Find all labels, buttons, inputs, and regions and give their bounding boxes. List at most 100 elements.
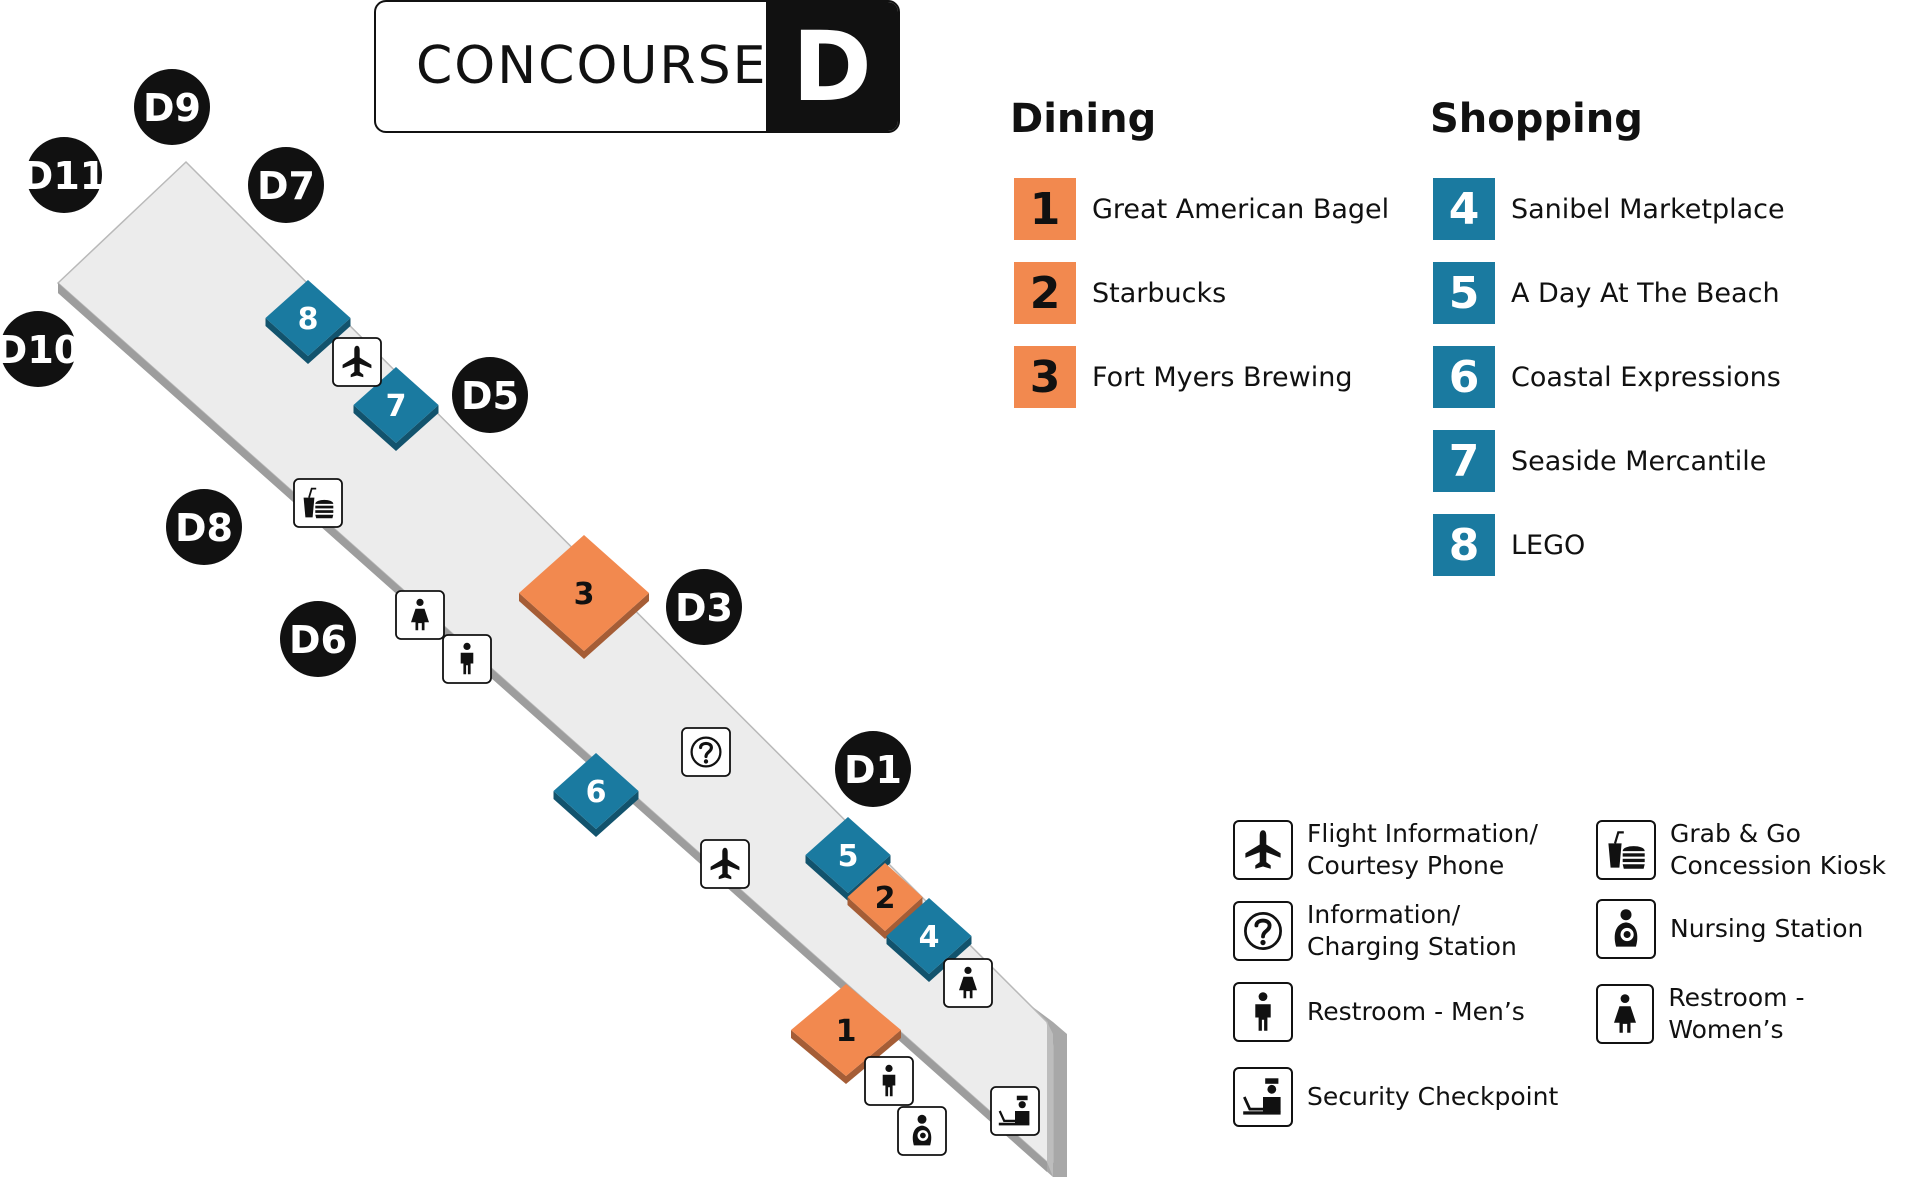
shopping-legend-item-6[interactable]: 6 Coastal Expressions	[1433, 346, 1781, 408]
dining-legend-item-2[interactable]: 2 Starbucks	[1014, 262, 1226, 324]
store-marker-side	[308, 318, 351, 364]
map-store-number: 3	[574, 577, 595, 612]
grab-and-go-icon[interactable]	[293, 478, 343, 528]
concourse-floor	[56, 160, 1067, 1177]
information-icon	[1233, 901, 1293, 961]
legend-store-name: Sanibel Marketplace	[1511, 193, 1785, 225]
map-store-3[interactable]: 3	[519, 535, 649, 659]
store-marker-top	[791, 984, 901, 1076]
store-marker-side	[553, 791, 596, 837]
map-store-2[interactable]: 2	[847, 863, 923, 939]
shopping-legend-item-5[interactable]: 5 A Day At The Beach	[1433, 262, 1780, 324]
key-label: Information/ Charging Station	[1307, 900, 1517, 961]
gate-label: D7	[257, 164, 315, 208]
legend-store-name: Fort Myers Brewing	[1092, 361, 1353, 393]
legend-store-name: Coastal Expressions	[1511, 361, 1781, 393]
restroom-men-icon[interactable]	[442, 634, 492, 684]
legend-number: 5	[1433, 262, 1495, 324]
legend-number: 1	[1014, 178, 1076, 240]
key-item-security: Security Checkpoint	[1233, 1067, 1558, 1127]
amenity-icons	[293, 337, 1040, 1156]
airplane-icon[interactable]	[700, 839, 750, 889]
map-store-number: 4	[919, 920, 940, 955]
nursing-icon[interactable]	[897, 1106, 947, 1156]
store-marker-top	[519, 535, 649, 651]
gate-label: D6	[289, 618, 347, 662]
key-item-airplane: Flight Information/ Courtesy Phone	[1233, 818, 1538, 882]
security-icon	[1233, 1067, 1293, 1127]
gate-d11: D11	[22, 137, 106, 213]
map-store-number: 6	[586, 775, 607, 810]
shopping-legend-item-4[interactable]: 4 Sanibel Marketplace	[1433, 178, 1785, 240]
store-marker-side	[353, 405, 396, 451]
key-item-grab-and-go: Grab & Go Concession Kiosk	[1596, 818, 1886, 882]
map-store-number: 7	[386, 389, 407, 424]
security-icon[interactable]	[990, 1086, 1040, 1136]
concourse-letter: D	[766, 2, 898, 131]
legend-store-name: A Day At The Beach	[1511, 277, 1780, 309]
store-marker-side	[584, 593, 649, 659]
restroom-women-icon[interactable]	[395, 590, 445, 640]
gate-label: D8	[175, 506, 233, 550]
map-store-1[interactable]: 1	[791, 984, 901, 1084]
gate-label: D11	[22, 154, 106, 198]
legend-number: 6	[1433, 346, 1495, 408]
airplane-icon[interactable]	[332, 337, 382, 387]
store-marker-side	[805, 855, 848, 901]
information-icon[interactable]	[681, 727, 731, 777]
key-item-information: Information/ Charging Station	[1233, 899, 1517, 963]
gate-d9: D9	[134, 69, 210, 145]
restroom-men-icon	[1233, 982, 1293, 1042]
gate-d3: D3	[666, 569, 742, 645]
store-marker-top	[805, 817, 891, 893]
legend-number: 8	[1433, 514, 1495, 576]
key-label: Grab & Go Concession Kiosk	[1670, 819, 1886, 880]
nursing-icon	[1596, 899, 1656, 959]
map-store-number: 2	[875, 881, 896, 916]
icon-frame	[681, 727, 731, 777]
legend-store-name: Great American Bagel	[1092, 193, 1390, 225]
store-marker-side	[265, 318, 308, 364]
gate-marker	[134, 69, 210, 145]
store-marker-side	[791, 1030, 846, 1084]
gate-marker	[26, 137, 102, 213]
key-label: Flight Information/ Courtesy Phone	[1307, 819, 1538, 880]
store-marker-side	[596, 791, 639, 837]
gate-label: D5	[461, 374, 519, 418]
gate-label: D1	[844, 748, 902, 792]
key-item-restroom-men: Restroom - Men’s	[1233, 982, 1525, 1042]
airplane-icon	[1233, 820, 1293, 880]
restroom-women-icon[interactable]	[943, 958, 993, 1008]
gate-d8: D8	[166, 489, 242, 565]
gate-d6: D6	[280, 601, 356, 677]
gate-marker	[166, 489, 242, 565]
gate-marker	[0, 311, 76, 387]
store-marker-side	[396, 405, 439, 451]
store-marker-top	[553, 753, 639, 829]
store-marker-side	[886, 936, 929, 982]
concourse-label: CONCOURSE	[416, 36, 768, 96]
dining-legend-item-1[interactable]: 1 Great American Bagel	[1014, 178, 1389, 240]
legend-number: 4	[1433, 178, 1495, 240]
gate-label: D9	[143, 86, 201, 130]
gate-marker	[835, 731, 911, 807]
store-marker-side	[519, 593, 584, 659]
restroom-men-icon[interactable]	[864, 1056, 914, 1106]
key-label: Restroom - Men’s	[1307, 997, 1525, 1026]
gate-d10: D10	[0, 311, 80, 387]
key-label: Restroom - Women’s	[1668, 983, 1805, 1044]
legend-number: 2	[1014, 262, 1076, 324]
key-label: Security Checkpoint	[1307, 1082, 1559, 1111]
gate-marker	[666, 569, 742, 645]
map-store-6[interactable]: 6	[553, 753, 639, 837]
gate-d7: D7	[248, 147, 324, 223]
legend-store-name: Starbucks	[1092, 277, 1227, 309]
gate-d1: D1	[835, 731, 911, 807]
map-store-8[interactable]: 8	[265, 280, 351, 364]
dining-heading: Dining	[1010, 96, 1157, 142]
store-marker-side	[885, 897, 923, 939]
